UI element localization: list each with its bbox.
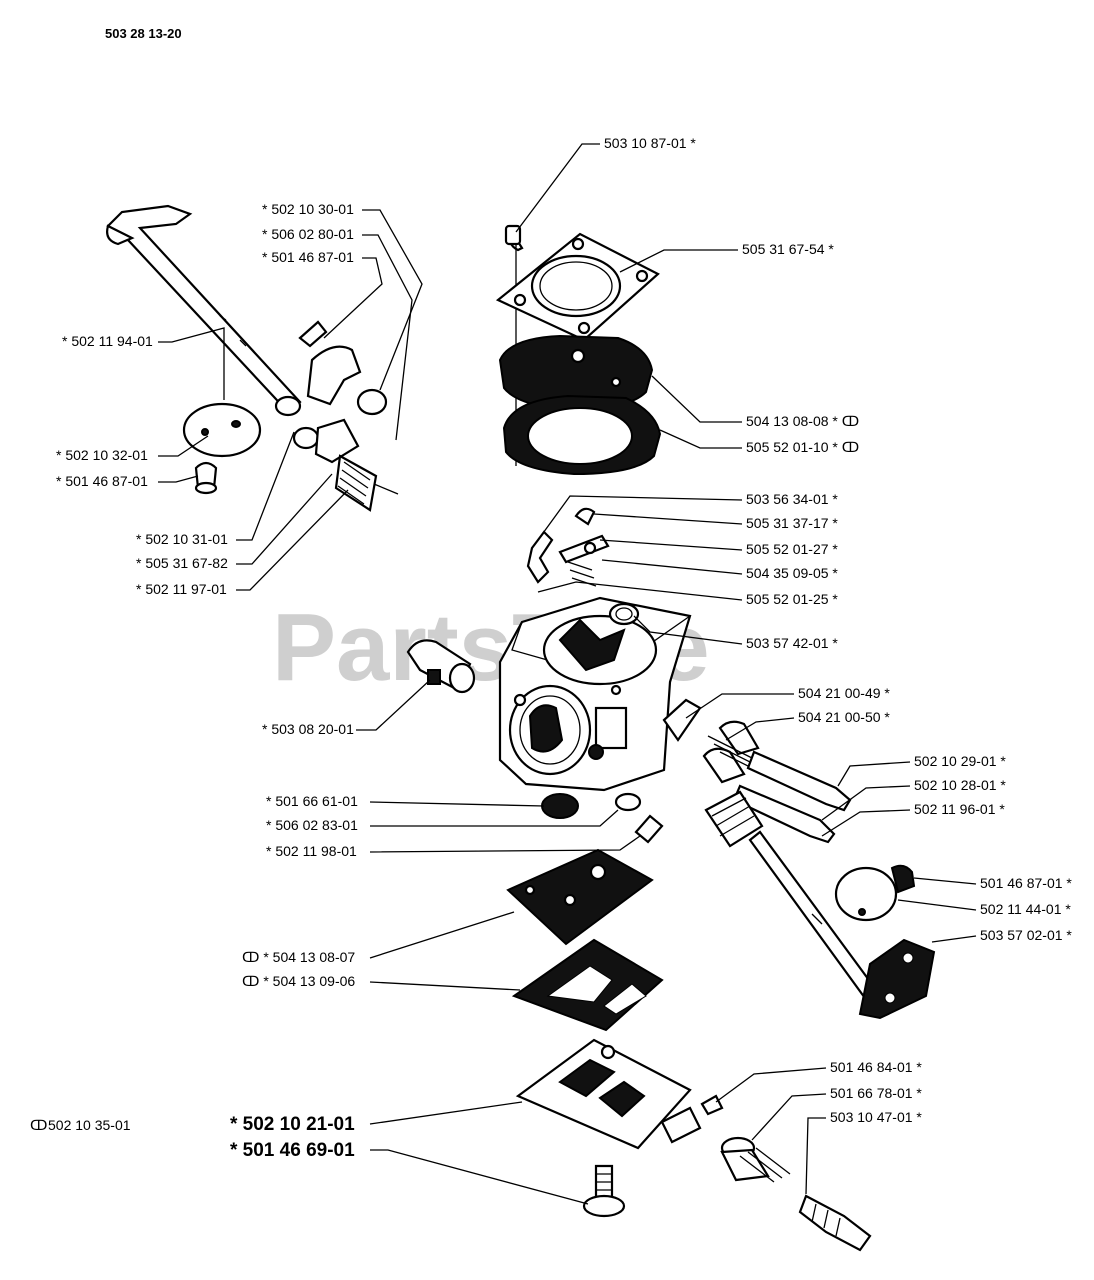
choke-shaft-assembly [748,830,936,1020]
part-label-501-46-84-01: 501 46 84-01 * [830,1059,922,1075]
part-label-505-31-67-54: 505 31 67-54 * [742,241,834,257]
part-label-502-11-98-01: * 502 11 98-01 [266,843,357,859]
part-labels: 503 10 87-01 * * 502 10 30-01 * 506 02 8… [56,135,1072,1161]
part-label-502-10-31-01: * 502 10 31-01 [136,531,228,547]
tube-fitting [406,639,476,694]
part-label-502-10-29-01: 502 10 29-01 * [914,753,1006,769]
part-label-505-52-01-25: 505 52 01-25 * [746,591,838,607]
pump-gasket [502,394,662,476]
part-label-504-35-09-05: 504 35 09-05 * [746,565,838,581]
part-label-502-11-97-01: * 502 11 97-01 [136,581,227,597]
part-label-502-11-96-01: 502 11 96-01 * [914,801,1005,817]
part-label-501-46-87-01-top: * 501 46 87-01 [262,249,354,265]
part-label-503-10-47-01: 503 10 47-01 * [830,1109,922,1125]
part-label-502-10-32-01: * 502 10 32-01 [56,447,148,463]
footnote: ↀ 502 10 35-01 [30,1117,131,1133]
part-label-504-21-00-49: 504 21 00-49 * [798,685,890,701]
part-label-503-08-20-01: * 503 08 20-01 [262,721,354,737]
bottom-cover [515,1038,724,1150]
part-label-502-10-21-01: * 502 10 21-01 [230,1114,355,1135]
part-label-504-13-09-06: ↀ * 504 13 09-06 [242,973,355,989]
part-label-503-56-34-01: 503 56 34-01 * [746,491,838,507]
part-label-505-31-67-82: * 505 31 67-82 [136,555,228,571]
footnote-symbol: ↀ [30,1117,47,1133]
part-label-504-13-08-07: ↀ * 504 13 08-07 [242,949,355,965]
inlet-valve-parts [720,1136,872,1252]
part-label-502-10-30-01: * 502 10 30-01 [262,201,354,217]
leader-lines [158,143,977,1205]
drawing-number: 503 28 13-20 [105,26,182,41]
part-label-502-11-94-01: * 502 11 94-01 [62,333,153,349]
throttle-shaft-assembly [106,204,302,495]
adjusting-screws [702,720,852,848]
footnote-part-number: 502 10 35-01 [48,1117,131,1133]
part-label-505-31-37-17: 505 31 37-17 * [746,515,838,531]
part-label-504-21-00-50: 504 21 00-50 * [798,709,890,725]
part-label-506-02-80-01: * 506 02 80-01 [262,226,354,242]
part-label-502-10-28-01: 502 10 28-01 * [914,777,1006,793]
part-label-501-46-87-01-right: 501 46 87-01 * [980,875,1072,891]
metering-gasket [511,938,664,1032]
part-label-506-02-83-01: * 506 02 83-01 [266,817,358,833]
part-label-504-13-08-08: 504 13 08-08 * ↀ [746,413,859,429]
needle-lever-parts [526,507,610,587]
part-label-505-52-01-10: 505 52 01-10 * ↀ [746,439,859,455]
lever-assembly [292,320,399,512]
part-label-502-11-44-01: 502 11 44-01 * [980,901,1071,917]
part-label-501-46-87-01-left: * 501 46 87-01 [56,473,148,489]
metering-diaphragm [506,848,654,946]
part-label-503-10-87-01: 503 10 87-01 * [604,135,696,151]
part-label-501-66-61-01: * 501 66 61-01 [266,793,358,809]
part-label-503-57-42-01: 503 57 42-01 * [746,635,838,651]
part-label-501-46-69-01: * 501 46 69-01 [230,1140,355,1161]
carburetor-body [498,596,702,792]
small-parts-under-body [541,792,664,844]
part-label-501-66-78-01: 501 66 78-01 * [830,1085,922,1101]
cover-screw [582,1164,626,1218]
parts-artwork [106,204,936,1252]
pump-cover [495,224,660,466]
part-label-503-57-02-01: 503 57 02-01 * [980,927,1072,943]
part-label-505-52-01-27: 505 52 01-27 * [746,541,838,557]
